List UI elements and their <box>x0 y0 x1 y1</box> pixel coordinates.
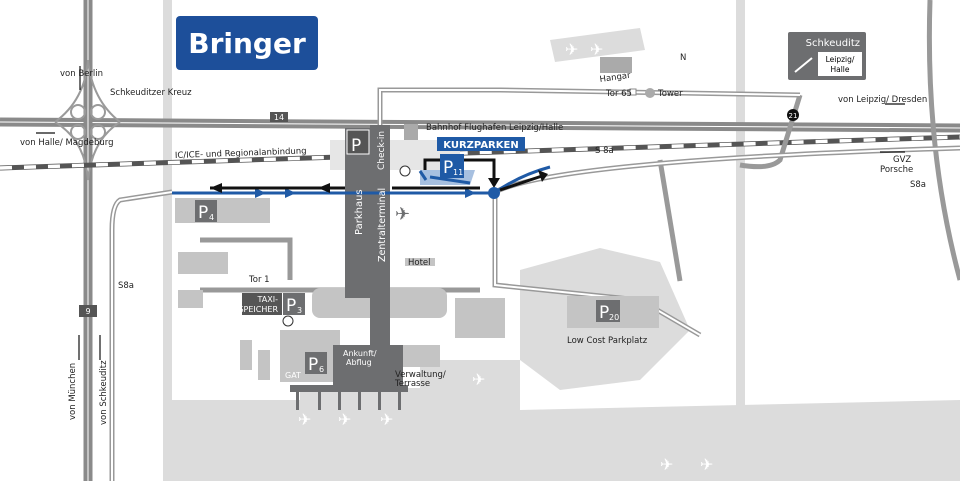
a14-shield <box>270 112 288 122</box>
svg-text:✈: ✈ <box>298 410 311 429</box>
label-abflug: Abflug <box>346 358 372 367</box>
a9-number: 9 <box>85 307 90 316</box>
label-von-berlin: von Berlin <box>60 69 103 79</box>
label-gat: GAT <box>285 371 301 380</box>
label-hotel: Hotel <box>408 258 431 268</box>
highway-a14 <box>0 117 960 133</box>
bus-stop-icon <box>399 165 411 177</box>
railway <box>0 134 960 171</box>
label-bahnhof: Bahnhof Flughafen Leipzig/Halle <box>426 123 563 133</box>
zentralterminal <box>370 125 390 385</box>
label-schkeuditzer-kreuz: Schkeuditzer Kreuz <box>110 88 192 98</box>
parking-parkhaus[interactable]: P <box>346 129 370 156</box>
sign-dest-2: Halle <box>830 65 849 74</box>
parkhaus <box>345 128 372 298</box>
label-tower: Tower <box>657 89 683 99</box>
svg-text:✈: ✈ <box>660 455 673 474</box>
a14-number: 14 <box>274 113 284 122</box>
direction-arrows <box>36 66 905 360</box>
sign-title: Schkeuditz <box>806 38 860 49</box>
sign-dest: Leipzig/ <box>826 55 855 64</box>
svg-text:4: 4 <box>209 213 214 222</box>
svg-text:P: P <box>599 303 609 323</box>
label-ic-ice: IC/ICE- und Regionalanbindung <box>175 146 307 161</box>
svg-text:✈: ✈ <box>338 410 351 429</box>
label-tor1: Tor 1 <box>248 275 270 285</box>
airplane-icons: ✈ ✈ ✈ ✈ ✈ ✈ ✈ ✈ <box>298 40 713 474</box>
label-low-cost-parkplatz: Low Cost Parkplatz <box>567 336 648 346</box>
exit-21-badge <box>787 109 799 121</box>
label-checkin: Check-in <box>377 131 387 170</box>
label-hangar: Hangar <box>599 71 632 85</box>
svg-text:P: P <box>286 296 296 316</box>
label-gvz: GVZ <box>893 155 911 165</box>
label-zentralterminal: Zentralterminal <box>377 188 388 262</box>
label-porsche: Porsche <box>880 165 913 175</box>
bus-stop-icon-2 <box>282 315 294 327</box>
airport-icon: ✈ <box>395 204 410 225</box>
svg-text:P: P <box>198 203 208 223</box>
logo-text: Bringer <box>188 27 306 60</box>
label-verwaltung: Verwaltung/ <box>395 370 446 380</box>
label-von-muenchen: von München <box>68 363 78 420</box>
svg-text:✈: ✈ <box>565 40 578 59</box>
label-tor65: Tor 65 <box>605 89 632 99</box>
ankunft-abflug-building <box>333 345 403 385</box>
label-von-schkeuditz: von Schkeuditz <box>99 360 109 425</box>
exit-number: 21 <box>789 112 798 120</box>
svg-text:P: P <box>351 136 361 156</box>
kurzparken-badge <box>437 137 525 151</box>
svg-text:✈: ✈ <box>380 410 393 429</box>
roundabout <box>488 187 500 199</box>
tower-icon <box>645 88 655 98</box>
label-s8a-top: S 8a <box>595 146 614 156</box>
svg-text:P: P <box>443 158 453 178</box>
label-von-halle: von Halle/ Magdeburg <box>20 138 114 148</box>
label-von-leipzig: von Leipzig/ Dresden <box>838 95 927 105</box>
taxi-label: TAXI- <box>257 295 279 304</box>
train-station-icon <box>404 124 418 140</box>
svg-text:✈: ✈ <box>472 370 485 389</box>
north-arrow: N <box>680 53 686 63</box>
p4-area <box>175 198 270 223</box>
a9-shield <box>79 305 97 317</box>
svg-text:3: 3 <box>297 306 302 315</box>
highway-a9 <box>54 0 121 481</box>
label-s8a-right: S8a <box>910 180 926 190</box>
kurzparken-label: KURZPARKEN <box>443 140 518 151</box>
svg-text:20: 20 <box>609 313 619 322</box>
speicher-label: SPEICHER <box>238 305 278 314</box>
label-s8a-left: S8a <box>118 281 134 291</box>
svg-text:P: P <box>308 355 318 375</box>
label-parkhaus: Parkhaus <box>354 189 365 235</box>
svg-text:✈: ✈ <box>700 455 713 474</box>
svg-text:11: 11 <box>453 168 463 177</box>
svg-text:✈: ✈ <box>590 40 603 59</box>
hangar-building <box>600 57 632 73</box>
svg-text:6: 6 <box>319 365 324 374</box>
bringer-logo <box>176 16 318 70</box>
label-terrasse: Terrasse <box>394 379 430 389</box>
label-ankunft: Ankunft/ <box>343 349 377 358</box>
